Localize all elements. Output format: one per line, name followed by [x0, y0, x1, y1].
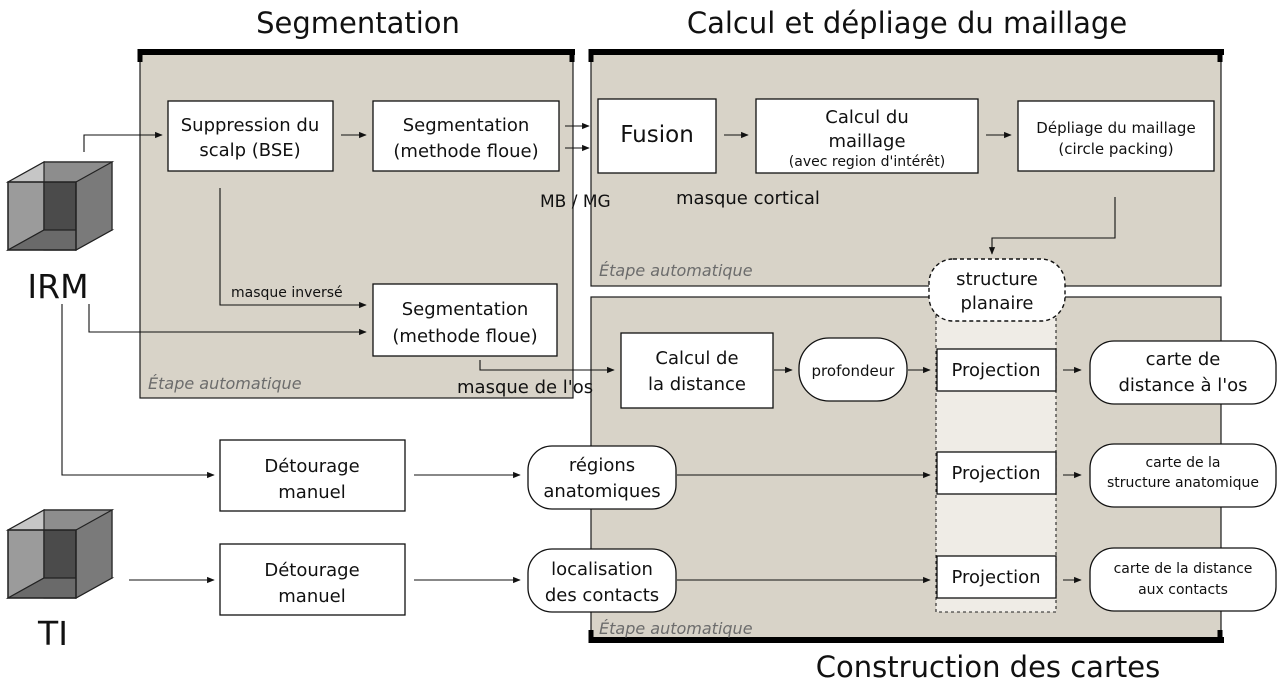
svg-text:Projection: Projection: [951, 567, 1040, 588]
svg-text:(avec region d'intérêt): (avec region d'intérêt): [789, 154, 945, 170]
node-projection-2: Projection: [936, 451, 1057, 495]
svg-text:Projection: Projection: [951, 360, 1040, 381]
node-depliage: Dépliage du maillage (circle packing): [1017, 100, 1215, 172]
svg-text:structure: structure: [956, 269, 1038, 290]
node-carte-contacts: carte de la distance aux contacts: [1089, 547, 1277, 612]
svg-text:Détourage: Détourage: [264, 560, 359, 581]
node-regions-anatomiques: régions anatomiques: [527, 445, 677, 510]
svg-text:manuel: manuel: [278, 482, 345, 503]
node-profondeur: profondeur: [798, 337, 908, 402]
input-ti: TI: [37, 614, 68, 653]
svg-text:planaire: planaire: [961, 293, 1034, 314]
svg-text:Calcul de: Calcul de: [655, 348, 738, 369]
auto-label-cartes: Étape automatique: [599, 619, 753, 638]
svg-text:(methode floue): (methode floue): [393, 141, 538, 162]
svg-text:carte de la: carte de la: [1145, 455, 1220, 471]
node-detourage-2: Détourage manuel: [219, 543, 406, 616]
node-segmentation-2: Segmentation (methode floue): [372, 283, 558, 357]
node-detourage-1: Détourage manuel: [219, 439, 406, 512]
svg-text:carte de: carte de: [1146, 349, 1221, 370]
svg-text:carte de la distance: carte de la distance: [1114, 561, 1253, 577]
node-projection-1: Projection: [936, 348, 1057, 392]
svg-text:Suppression du: Suppression du: [181, 115, 320, 136]
svg-text:Fusion: Fusion: [620, 122, 694, 148]
svg-text:aux contacts: aux contacts: [1138, 582, 1228, 598]
svg-text:localisation: localisation: [551, 559, 653, 580]
svg-text:(circle packing): (circle packing): [1058, 140, 1173, 158]
node-structure-planaire: structure planaire: [928, 258, 1066, 322]
node-localisation-contacts: localisation des contacts: [527, 548, 677, 613]
node-projection-3: Projection: [936, 555, 1057, 599]
svg-text:Dépliage du maillage: Dépliage du maillage: [1036, 119, 1195, 137]
connectors: [61, 122, 1116, 584]
title-construction-cartes: Construction des cartes: [816, 650, 1160, 684]
svg-text:distance à l'os: distance à l'os: [1118, 375, 1247, 396]
svg-text:structure anatomique: structure anatomique: [1107, 475, 1259, 491]
svg-text:Segmentation: Segmentation: [403, 115, 530, 136]
node-calcul-maillage: Calcul du maillage (avec region d'intérê…: [755, 98, 979, 174]
node-carte-distance-os: carte de distance à l'os: [1089, 340, 1277, 405]
svg-text:Calcul du: Calcul du: [825, 107, 908, 128]
irm-cube-icon: [5, 160, 115, 252]
node-suppression-scalp: Suppression du scalp (BSE): [167, 100, 334, 172]
input-irm: IRM: [27, 267, 88, 306]
svg-text:anatomiques: anatomiques: [543, 481, 660, 502]
node-carte-structure: carte de la structure anatomique: [1089, 443, 1277, 508]
label-mb-mg: MB / MG: [540, 192, 611, 212]
node-segmentation-1: Segmentation (methode floue): [372, 100, 560, 172]
label-masque-os: masque de l'os: [457, 377, 593, 398]
node-fusion: Fusion: [597, 98, 717, 174]
svg-text:profondeur: profondeur: [812, 362, 896, 380]
svg-text:scalp (BSE): scalp (BSE): [199, 140, 300, 161]
svg-text:(methode floue): (methode floue): [392, 326, 537, 347]
node-calcul-distance: Calcul de la distance: [620, 332, 774, 409]
ti-cube-icon: [5, 508, 115, 600]
title-calcul-depliage: Calcul et dépliage du maillage: [687, 6, 1127, 40]
svg-text:Projection: Projection: [951, 463, 1040, 484]
label-masque-cortical: masque cortical: [676, 188, 820, 209]
title-segmentation: Segmentation: [256, 6, 460, 40]
svg-text:régions: régions: [569, 455, 635, 476]
svg-text:manuel: manuel: [278, 586, 345, 607]
auto-label-maillage: Étape automatique: [599, 261, 753, 280]
label-masque-inverse: masque inversé: [231, 285, 343, 301]
svg-text:des contacts: des contacts: [545, 585, 659, 606]
svg-text:Segmentation: Segmentation: [402, 299, 529, 320]
auto-label-segmentation: Étape automatique: [148, 374, 302, 393]
svg-text:maillage: maillage: [828, 131, 905, 152]
svg-text:Détourage: Détourage: [264, 456, 359, 477]
svg-text:la distance: la distance: [648, 374, 746, 395]
